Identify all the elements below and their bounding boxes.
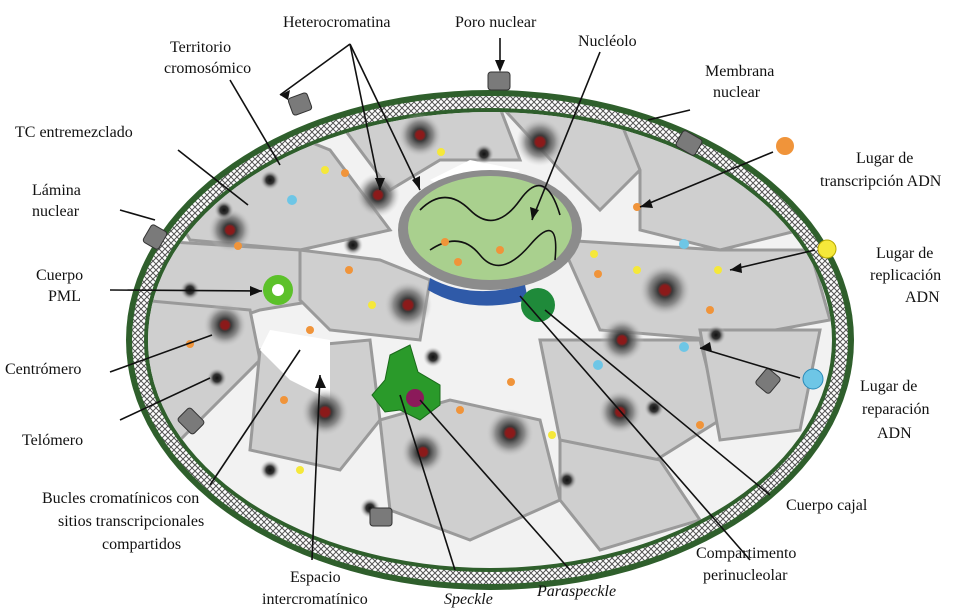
label-bucles-3: compartidos [102,536,181,553]
label-bucles-1: Bucles cromatínicos con [42,490,199,507]
label-espacio-1: Espacio [290,569,341,586]
label-nucleolo: Nucléolo [578,33,637,50]
label-cuerpo-cajal: Cuerpo cajal [786,497,868,514]
label-paraspeckle: Paraspeckle [536,583,616,600]
label-reparacion-1: Lugar de [860,378,917,395]
pml-body [263,275,293,305]
label-poro-nuclear: Poro nuclear [455,14,537,31]
label-territorio-2: cromosómico [164,60,251,77]
label-territorio-1: Territorio [170,39,231,56]
label-replicacion-2: replicación [870,267,941,284]
replication-site-icon [818,240,836,258]
label-membrana-1: Membrana [705,63,774,80]
label-reparacion-3: ADN [877,425,912,442]
label-compartimento-2: perinucleolar [703,567,788,584]
label-speckle: Speckle [444,591,493,608]
label-bucles-2: sitios transcripcionales [58,513,204,530]
label-cuerpo-pml-1: Cuerpo [36,267,83,284]
paraspeckle [406,389,424,407]
label-replicacion-3: ADN [905,289,940,306]
label-replicacion-1: Lugar de [876,245,933,262]
label-membrana-2: nuclear [713,84,761,101]
label-reparacion-2: reparación [862,401,930,418]
label-telomero: Telómero [22,432,83,449]
repair-site-icon [803,369,823,389]
label-transcripcion-2: transcripción ADN [820,173,942,190]
label-transcripcion-1: Lugar de [856,150,913,167]
label-espacio-2: intercromatínico [262,591,368,608]
label-heterocromatina: Heterocromatina [283,14,391,31]
label-lamina-2: nuclear [32,203,80,220]
transcription-site-icon [776,137,794,155]
label-lamina-1: Lámina [32,182,81,199]
label-centromero: Centrómero [5,361,81,378]
label-compartimento-1: Compartimento [696,545,796,562]
nucleolus [398,170,582,290]
label-cuerpo-pml-2: PML [48,288,81,305]
label-tc-entremezclado: TC entremezclado [15,124,133,141]
